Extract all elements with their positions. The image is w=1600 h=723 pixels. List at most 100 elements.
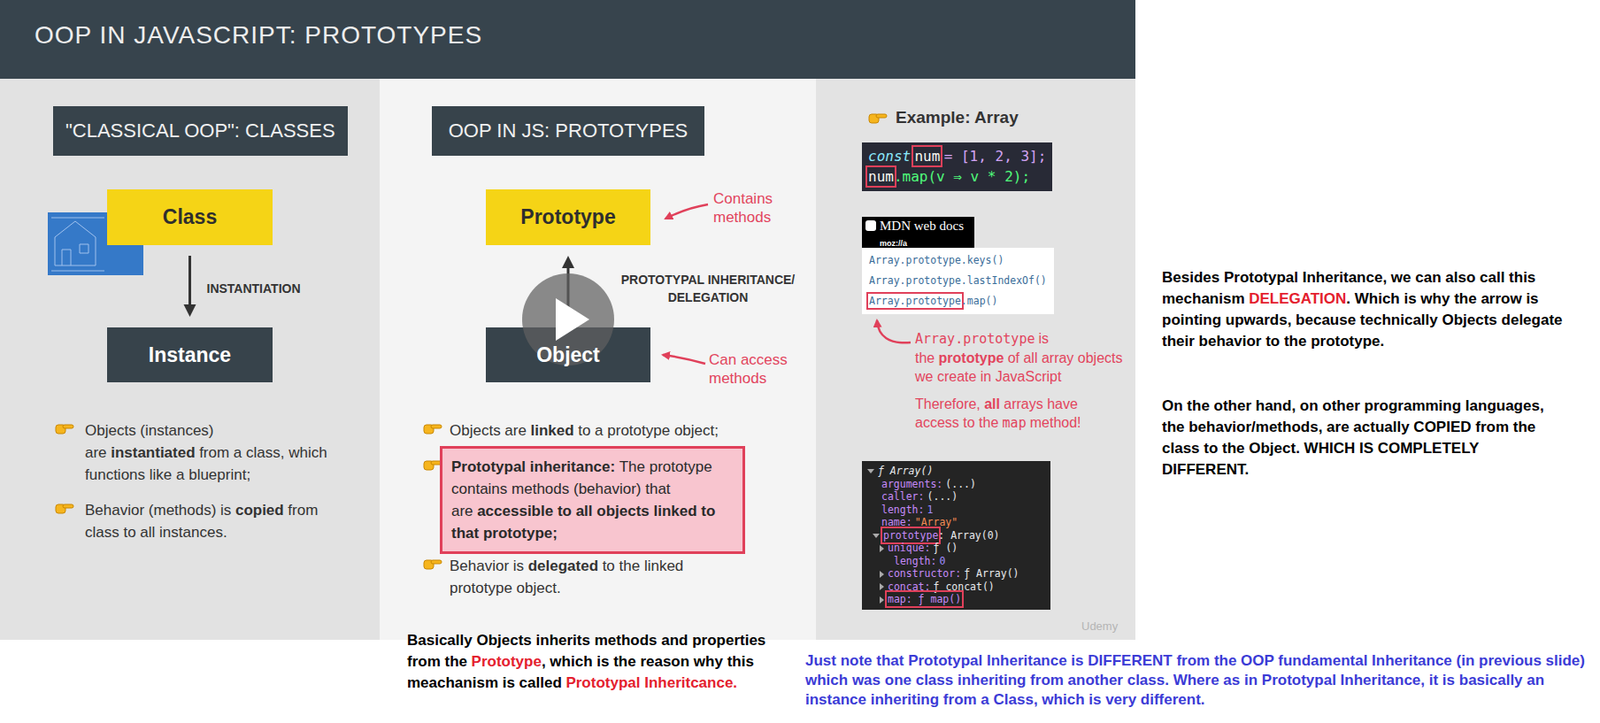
node-text: moz://a: [879, 238, 908, 248]
label-text: Prototypal Inheritcance.: [565, 674, 738, 692]
node-text: constructor:: [887, 567, 962, 580]
tree-toggle: [867, 469, 875, 474]
label-text: Can access methods: [708, 351, 788, 387]
text-line: length:0: [867, 554, 1046, 569]
highlight-box: Prototypal inheritance:The prototype con…: [439, 446, 746, 554]
bullet-icon: [423, 424, 442, 434]
arrow-head: [184, 304, 197, 317]
node-text: (...): [927, 490, 959, 503]
node-text: (...): [945, 477, 977, 491]
node-text: Instance: [148, 343, 231, 367]
label-text: Just note that Prototypal Inheritance is…: [805, 652, 1585, 708]
label-text: map: [1002, 415, 1027, 431]
class-box: Class: [107, 189, 273, 246]
node-text: : Array(0): [938, 529, 1000, 542]
leader-arrow: [665, 204, 708, 219]
node-text: .map(v ⇒ v * 2);: [893, 168, 1031, 185]
label-text: prototype: [938, 350, 1005, 366]
label-text: linked: [530, 422, 575, 439]
node-text: OOP IN JS: PROTOTYPES: [448, 119, 689, 142]
text-line: Object: [536, 343, 600, 368]
text-line: Array.prototype.keys(): [869, 250, 1047, 271]
label-text: Therefore,: [915, 396, 981, 412]
header-bar: OOP IN JAVASCRIPT: PROTOTYPES: [0, 0, 1136, 79]
node-text: const: [868, 147, 911, 165]
node-text: 1: [927, 503, 934, 516]
label-text: Behavior is: [449, 557, 524, 575]
leader-arrow: [662, 354, 706, 364]
node-text: "Array": [915, 515, 958, 529]
node-text: num: [868, 168, 894, 185]
label-text: Example: Array: [895, 107, 1019, 127]
text-block: Objects arelinkedto a prototype object;: [449, 419, 777, 442]
text-block: Example: Array: [895, 107, 1117, 128]
label-text: copied: [235, 501, 285, 519]
node-text: .map(): [961, 294, 999, 308]
text-block: Behavior (methods) iscopiedfrom class to…: [84, 499, 338, 544]
node-text: = [1, 2, 3];: [944, 147, 1047, 165]
text-line: "CLASSICAL OOP": CLASSES: [65, 119, 336, 143]
edge-label-box: PROTOTYPAL INHERITANCE/ DELEGATION: [610, 270, 806, 307]
text-line: concat:ƒ concat(): [867, 580, 1046, 594]
label-text: all: [984, 396, 1000, 412]
node-text: ƒ (): [933, 541, 959, 554]
prototype-box: Prototype: [485, 189, 651, 246]
text-line: OOP IN JS: PROTOTYPES: [448, 119, 689, 143]
node-text: accessible to all objects linked to that…: [451, 502, 716, 542]
label-text: Objects are: [449, 422, 527, 439]
node-text: map: ƒ map(): [887, 592, 962, 606]
node-text: ƒ Array(): [877, 464, 933, 477]
slide-title: OOP IN JAVASCRIPT: PROTOTYPES: [34, 21, 1136, 50]
label-text: Behavior (methods) is: [84, 501, 231, 519]
node-text: arguments:: [881, 477, 943, 491]
text-line: caller:(...): [867, 490, 1046, 504]
node-text: Array.prototype.lastIndexOf(): [869, 274, 1047, 287]
node-text: num: [914, 147, 940, 165]
text-line: Class: [162, 205, 217, 230]
node-text: length:: [893, 554, 937, 568]
label-text: Array.prototype: [915, 330, 1035, 347]
node-text: name:: [881, 515, 913, 529]
text-line: Prototypal inheritance:The prototype con…: [451, 455, 734, 545]
mdn-logo: MDN web docs moz://a: [861, 216, 975, 251]
label-text: DELEGATION: [1248, 290, 1347, 308]
text-line: length:1: [867, 503, 1046, 517]
text-block: Basically Objects inherits methods and p…: [407, 630, 797, 694]
text-line: map: ƒ map(): [867, 592, 1046, 607]
label-text: method!: [1030, 415, 1082, 431]
edge-label: PROTOTYPAL INHERITANCE/ DELEGATION: [621, 272, 796, 305]
text-line: constnum= [1, 2, 3];: [868, 146, 1047, 167]
node-text: Class: [162, 205, 217, 229]
text-block: Can access methods: [708, 350, 798, 388]
code-snippet: constnum= [1, 2, 3];num.map(v ⇒ v * 2);: [861, 142, 1053, 192]
text-block: Therefore,allarrays have access to thema…: [915, 394, 1121, 433]
text-line: ƒ Array(): [867, 464, 1046, 478]
label-text: to a prototype object;: [577, 422, 719, 439]
text-line: Array.prototype.lastIndexOf(): [869, 270, 1047, 292]
connector-arrow: [184, 255, 197, 317]
bullet-icon: [423, 560, 442, 570]
bullet-icon: [55, 424, 74, 434]
text-line: name:"Array": [867, 515, 1046, 530]
text-line: Instance: [148, 343, 231, 368]
text-line: MDN web docs: [879, 217, 970, 234]
text-block: Udemy: [1081, 619, 1133, 633]
label-text: Prototype: [471, 653, 542, 670]
node-text: length:: [881, 503, 924, 516]
text-block: Objects (instances) areinstantiatedfrom …: [84, 419, 338, 486]
label-text: Contains methods: [713, 190, 773, 226]
text-line: Array.prototype.map(): [869, 291, 1047, 312]
mdn-icon: [865, 220, 877, 231]
arrow-head: [561, 255, 575, 269]
node-text: prototype: [883, 529, 939, 542]
text-block: On the other hand, on other programming …: [1161, 395, 1570, 481]
node-text: Array.prototype: [869, 294, 962, 308]
node-text: concat:: [887, 580, 931, 593]
node-text: ƒ Array(): [963, 567, 1019, 580]
edge-label-box: INSTANTIATION: [207, 279, 301, 298]
node-text: Prototype: [520, 205, 616, 229]
node-text: unique:: [887, 541, 931, 554]
text-block: Behavior isdelegatedto the linked protot…: [449, 554, 716, 600]
text-block: Just note that Prototypal Inheritance is…: [805, 651, 1589, 710]
